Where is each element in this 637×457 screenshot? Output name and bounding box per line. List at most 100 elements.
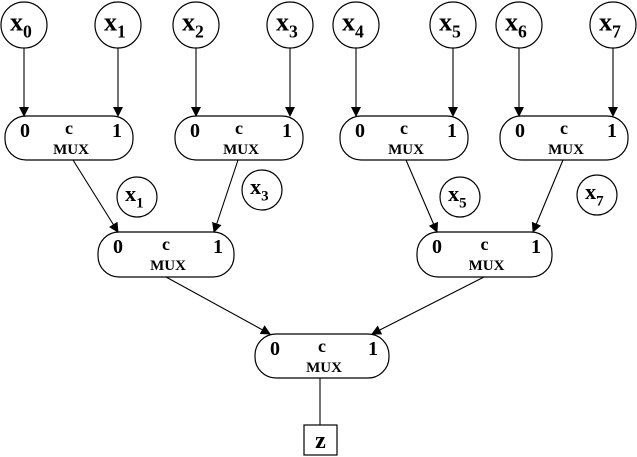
node-label: x3 bbox=[276, 7, 298, 41]
mux-control-label: c bbox=[400, 118, 408, 138]
edge-mux-1d-to-mux-2b bbox=[531, 159, 564, 233]
input-circle bbox=[495, 1, 543, 49]
mux-box bbox=[339, 115, 469, 161]
mux-input0-label: 0 bbox=[190, 120, 200, 142]
label-base: x bbox=[585, 179, 596, 204]
node-label: x2 bbox=[182, 7, 204, 41]
node-label: x1 bbox=[125, 181, 143, 211]
input-node-x6: x6 bbox=[495, 1, 543, 49]
mux-name-label: MUX bbox=[223, 142, 259, 158]
input-circle bbox=[589, 1, 637, 49]
label-subscript: 0 bbox=[23, 22, 32, 42]
edge-mux-2b-to-mux-3 bbox=[371, 276, 485, 335]
label-subscript: 3 bbox=[261, 188, 268, 204]
input-circle bbox=[429, 1, 477, 49]
input-circle bbox=[266, 1, 314, 49]
label-base: x bbox=[10, 7, 23, 36]
input-node-x7: x7 bbox=[589, 1, 637, 49]
mux-name-label: MUX bbox=[306, 360, 342, 376]
label-base: x bbox=[104, 7, 117, 36]
input-node-x2: x2 bbox=[172, 1, 220, 49]
output-node-z: z bbox=[303, 424, 338, 456]
control-annotation-x3: x3 bbox=[241, 169, 283, 211]
mux-control-label: c bbox=[65, 118, 73, 138]
output-box bbox=[303, 424, 338, 456]
edge-mux-1c-to-mux-2b bbox=[405, 159, 439, 233]
edge-mux-2a-to-mux-3 bbox=[165, 276, 271, 335]
mux-box bbox=[174, 115, 304, 161]
control-annotation-x7: x7 bbox=[576, 174, 618, 216]
annotation-circle bbox=[241, 169, 283, 211]
input-node-x1: x1 bbox=[94, 1, 142, 49]
mux-name-label: MUX bbox=[548, 142, 584, 158]
mux-box bbox=[4, 115, 134, 161]
label-base: x bbox=[182, 7, 195, 36]
output-label: z bbox=[315, 428, 326, 454]
annotation-circle bbox=[116, 176, 158, 218]
mux-control-label: c bbox=[162, 234, 170, 254]
input-circle bbox=[172, 1, 220, 49]
input-node-x4: x4 bbox=[332, 1, 380, 49]
label-subscript: 1 bbox=[136, 195, 143, 211]
input-circle bbox=[0, 1, 48, 49]
label-subscript: 2 bbox=[195, 22, 204, 42]
node-label: x3 bbox=[250, 174, 268, 204]
mux-control-label: c bbox=[481, 234, 489, 254]
mux-box bbox=[254, 333, 390, 379]
annotation-circle bbox=[439, 176, 481, 218]
mux-input1-label: 1 bbox=[607, 120, 617, 142]
node-label: x1 bbox=[104, 7, 126, 41]
label-subscript: 7 bbox=[596, 193, 604, 209]
input-circle bbox=[332, 1, 380, 49]
mux-name-label: MUX bbox=[469, 258, 505, 274]
label-base: x bbox=[342, 7, 355, 36]
node-label: x5 bbox=[448, 181, 466, 211]
mux-name-label: MUX bbox=[53, 142, 89, 158]
mux-input0-label: 0 bbox=[515, 120, 525, 142]
label-subscript: 3 bbox=[289, 22, 298, 42]
label-base: x bbox=[505, 7, 518, 36]
node-label: x4 bbox=[342, 7, 364, 41]
label-base: x bbox=[439, 7, 452, 36]
mux-control-label: c bbox=[235, 118, 243, 138]
input-node-x3: x3 bbox=[266, 1, 314, 49]
mux-input1-label: 1 bbox=[368, 338, 378, 360]
label-subscript: 6 bbox=[518, 22, 527, 42]
label-subscript: 5 bbox=[459, 195, 466, 211]
label-base: x bbox=[448, 181, 459, 206]
mux-input0-label: 0 bbox=[432, 236, 442, 258]
mux-input1-label: 1 bbox=[531, 236, 541, 258]
mux-input0-label: 0 bbox=[270, 338, 280, 360]
mux-input1-label: 1 bbox=[282, 120, 292, 142]
mux-name-label: MUX bbox=[150, 258, 186, 274]
mux-input1-label: 1 bbox=[112, 120, 122, 142]
control-annotation-x5: x5 bbox=[439, 176, 481, 218]
mux-input0-label: 0 bbox=[113, 236, 123, 258]
mux-input1-label: 1 bbox=[213, 236, 223, 258]
input-node-x0: x0 bbox=[0, 1, 48, 49]
mux-box bbox=[97, 231, 235, 278]
node-label: x5 bbox=[439, 7, 461, 41]
label-subscript: 7 bbox=[612, 22, 621, 42]
label-base: x bbox=[599, 7, 612, 36]
node-label: x7 bbox=[585, 179, 604, 209]
control-annotation-x1: x1 bbox=[116, 176, 158, 218]
label-subscript: 5 bbox=[452, 22, 461, 42]
mux-box bbox=[416, 231, 553, 278]
label-base: x bbox=[250, 174, 261, 199]
label-base: x bbox=[276, 7, 289, 36]
input-node-x5: x5 bbox=[429, 1, 477, 49]
mux-input1-label: 1 bbox=[447, 120, 457, 142]
mux-control-label: c bbox=[560, 118, 568, 138]
mux-name-label: MUX bbox=[388, 142, 424, 158]
annotation-circle bbox=[576, 174, 618, 216]
mux-input0-label: 0 bbox=[355, 120, 365, 142]
